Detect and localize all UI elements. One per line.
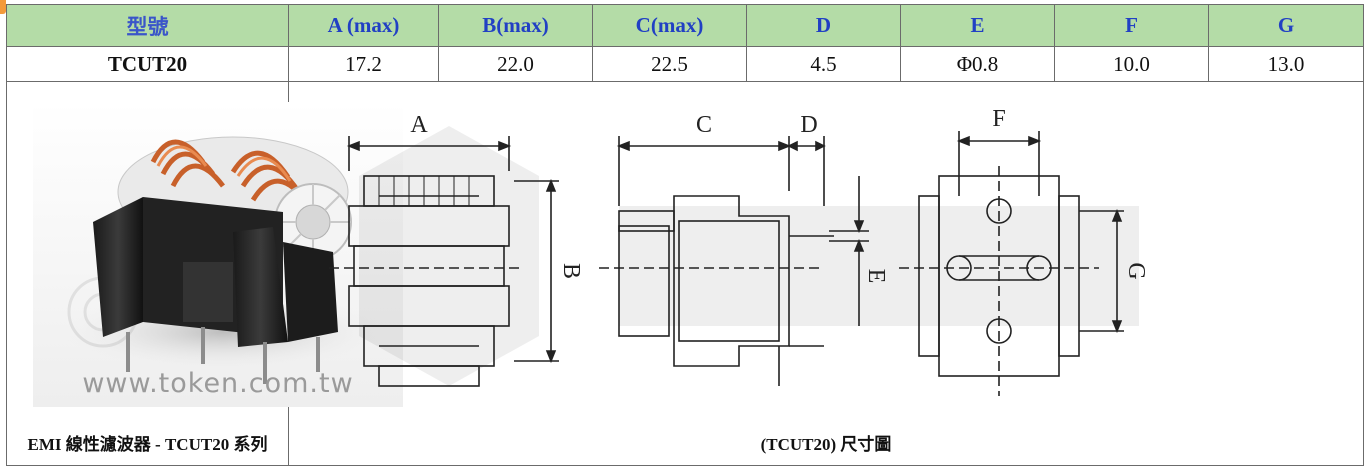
value-c: 22.5 xyxy=(592,46,747,82)
media-row: www.token.com.tw EMI 線性濾波器 - TCUT20 系列 xyxy=(6,81,1364,466)
dim-label-g: G xyxy=(1123,262,1149,279)
header-row: 型號 A (max) B(max) C(max) D E F G xyxy=(6,4,1364,47)
header-g: G xyxy=(1208,4,1364,47)
dim-label-c: C xyxy=(696,112,712,138)
value-d: 4.5 xyxy=(746,46,901,82)
header-model: 型號 xyxy=(6,4,289,47)
header-b: B(max) xyxy=(438,4,593,47)
value-g: 13.0 xyxy=(1208,46,1364,82)
header-f: F xyxy=(1054,4,1209,47)
value-a: 17.2 xyxy=(288,46,439,82)
drawing-cell: A B C D E F G (TCUT20) 尺寸圖 xyxy=(288,81,1364,466)
value-f: 10.0 xyxy=(1054,46,1209,82)
drawing-caption: (TCUT20) 尺寸圖 xyxy=(760,435,892,454)
dim-label-d: D xyxy=(800,112,817,138)
dimension-drawing: A B C D E F G xyxy=(319,96,1179,406)
value-b: 22.0 xyxy=(438,46,593,82)
header-c: C(max) xyxy=(592,4,747,47)
photo-cell: www.token.com.tw EMI 線性濾波器 - TCUT20 系列 xyxy=(6,81,403,466)
value-model: TCUT20 xyxy=(6,46,289,82)
value-e: Φ0.8 xyxy=(900,46,1055,82)
value-row: TCUT20 17.2 22.0 22.5 4.5 Φ0.8 10.0 13.0 xyxy=(6,46,1364,82)
dim-label-a: A xyxy=(410,112,428,138)
corner-marker xyxy=(0,0,6,14)
header-d: D xyxy=(746,4,901,47)
dim-label-e: E xyxy=(863,269,889,284)
photo-caption: EMI 線性濾波器 - TCUT20 系列 xyxy=(27,435,268,454)
dim-label-f: F xyxy=(992,106,1005,132)
header-a: A (max) xyxy=(288,4,439,47)
spec-table: 型號 A (max) B(max) C(max) D E F G TCUT20 … xyxy=(6,4,1364,466)
header-e: E xyxy=(900,4,1055,47)
dim-label-b: B xyxy=(558,263,584,279)
